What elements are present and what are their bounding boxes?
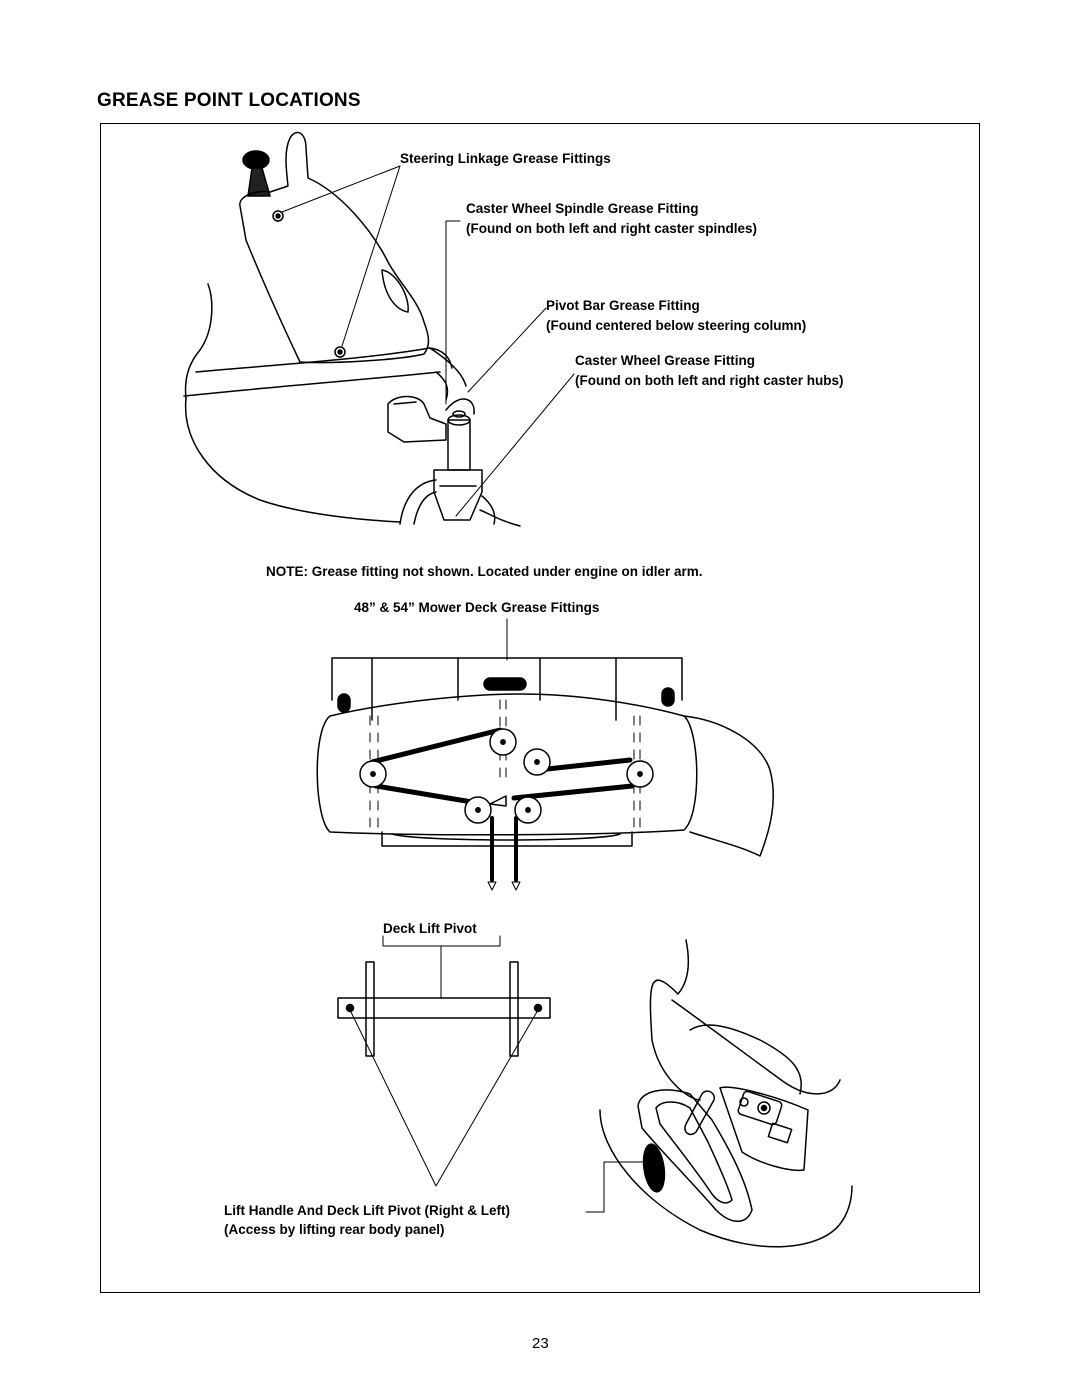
steering-fitting-upper — [272, 210, 284, 222]
diagram-frame — [100, 123, 980, 1293]
front-body-side — [429, 347, 467, 387]
label-lift-handle-note: (Access by lifting rear body panel) — [224, 1222, 445, 1237]
front-body-band-bottom — [183, 371, 441, 397]
front-body-lower — [184, 397, 401, 523]
lift-handle-illustration — [585, 939, 853, 1248]
tower-bulge — [381, 269, 409, 313]
label-lift-handle: Lift Handle And Deck Lift Pivot (Right &… — [224, 1203, 510, 1218]
console-panel — [719, 1086, 809, 1172]
deck-lift-pivot-illustration — [337, 935, 551, 1187]
deck-rear-bracket — [331, 657, 683, 701]
label-mower-deck: 48” & 54” Mower Deck Grease Fittings — [354, 600, 600, 615]
lever-slot-outer — [637, 1089, 753, 1222]
lift-pivot-bar — [337, 997, 551, 1019]
steering-column-illustration — [183, 131, 521, 527]
deck-belt — [369, 727, 635, 805]
lever-shaft — [684, 1090, 715, 1136]
front-body-band-top — [195, 347, 453, 373]
steering-knob — [242, 150, 270, 170]
deck-shell — [316, 693, 698, 836]
front-body-top — [184, 283, 213, 399]
page-title: GREASE POINT LOCATIONS — [97, 90, 361, 111]
label-steering-linkage: Steering Linkage Grease Fittings — [400, 151, 611, 166]
label-pivot-bar-note: (Found centered below steering column) — [546, 318, 807, 333]
label-engine-note: NOTE: Grease fitting not shown. Located … — [266, 564, 703, 579]
fender-outline — [649, 939, 701, 1101]
lift-handle-knob — [642, 1143, 666, 1193]
knob-stem — [247, 167, 271, 197]
steering-leader-lines — [281, 165, 575, 517]
page-number: 23 — [532, 1335, 549, 1352]
lift-fitting-right — [533, 1003, 543, 1013]
console-fitting-box — [737, 1090, 783, 1126]
caster-spindle — [447, 419, 471, 471]
console-top — [689, 1024, 802, 1095]
steering-tower — [239, 131, 430, 364]
label-caster-wheel: Caster Wheel Grease Fitting — [575, 353, 756, 368]
caster-fork — [433, 469, 483, 521]
lift-pivot-right-arm — [509, 961, 519, 1057]
caster-arm — [387, 395, 447, 443]
deck-front-lip — [381, 831, 633, 847]
lift-bracket-leader — [382, 935, 501, 999]
caster-wheel — [399, 479, 437, 525]
label-deck-lift-pivot: Deck Lift Pivot — [383, 921, 477, 936]
lift-handle-leader — [585, 1161, 645, 1213]
console-grease-fitting — [757, 1101, 771, 1115]
deck-chute — [683, 715, 775, 857]
label-caster-wheel-note: (Found on both left and right caster hub… — [575, 373, 844, 388]
label-pivot-bar: Pivot Bar Grease Fitting — [546, 298, 700, 313]
lift-pivot-left-arm — [365, 961, 375, 1057]
steering-fitting-lower — [334, 346, 346, 358]
label-caster-spindle-note: (Found on both left and right caster spi… — [466, 221, 757, 236]
deck-fitting-right — [661, 687, 675, 707]
deck-fitting-center — [483, 677, 527, 691]
lift-fitting-left — [345, 1003, 355, 1013]
lever-slot-inner — [655, 1101, 733, 1204]
mower-deck-illustration — [316, 618, 775, 891]
deck-fitting-left — [337, 693, 351, 713]
lift-pivot-leaders — [349, 1009, 539, 1187]
deck-drive-rods — [490, 816, 518, 882]
label-caster-spindle: Caster Wheel Spindle Grease Fitting — [466, 201, 699, 216]
